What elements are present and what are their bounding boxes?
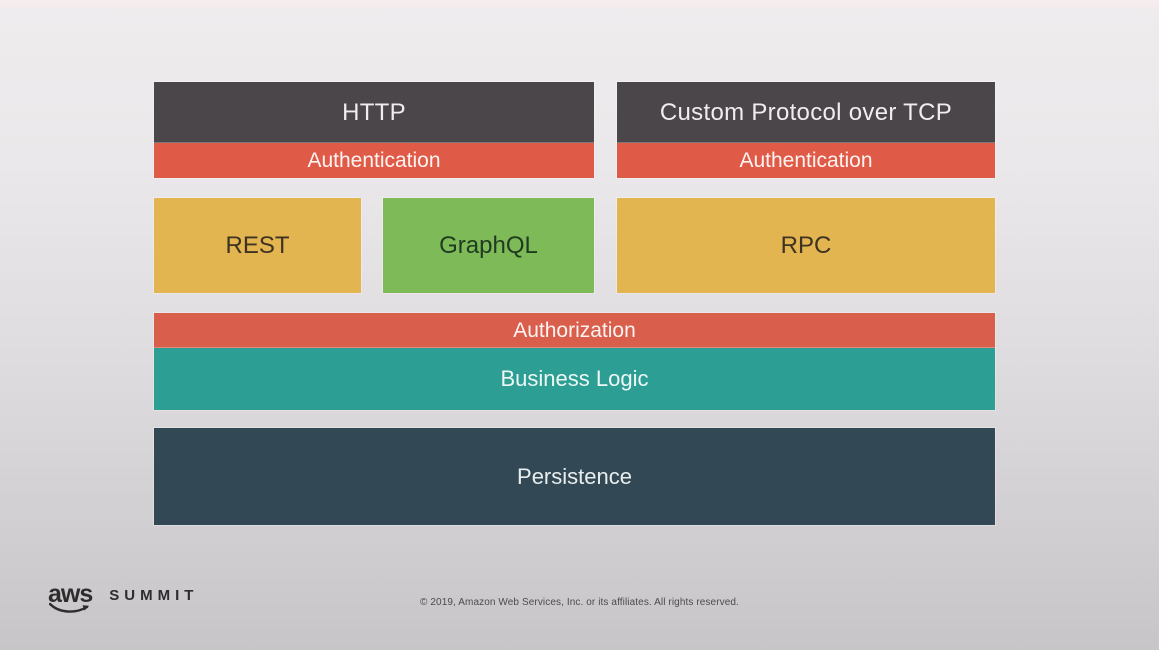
top-edge-tint — [0, 0, 1159, 9]
protocol-column-http: HTTP Authentication — [154, 82, 594, 178]
business-logic-label: Business Logic — [500, 366, 649, 391]
tcp-authentication-label: Authentication — [739, 148, 873, 172]
aws-summit-logo: aws SUMMIT — [48, 580, 199, 613]
http-authentication-strip: Authentication — [154, 143, 594, 178]
http-authentication-label: Authentication — [307, 148, 441, 172]
amazon-smile-arrow-icon — [49, 602, 89, 613]
business-logic-block: Business Logic — [154, 348, 995, 410]
protocol-column-tcp: Custom Protocol over TCP Authentication — [617, 82, 995, 178]
rest-label: REST — [225, 231, 290, 259]
rpc-label: RPC — [780, 231, 832, 259]
graphql-label: GraphQL — [439, 231, 538, 259]
custom-protocol-label: Custom Protocol over TCP — [659, 98, 953, 126]
http-label: HTTP — [342, 98, 406, 126]
aws-text: aws — [48, 580, 93, 608]
graphql-block: GraphQL — [383, 198, 594, 293]
persistence-block: Persistence — [154, 428, 995, 525]
authorization-strip: Authorization — [154, 313, 995, 348]
rpc-block: RPC — [617, 198, 995, 293]
authorization-label: Authorization — [513, 318, 636, 342]
http-block: HTTP — [154, 82, 594, 143]
custom-protocol-block: Custom Protocol over TCP — [617, 82, 995, 143]
summit-wordmark: SUMMIT — [109, 587, 199, 604]
copyright-text: © 2019, Amazon Web Services, Inc. or its… — [420, 597, 739, 608]
aws-wordmark: aws — [48, 580, 93, 613]
persistence-label: Persistence — [517, 463, 632, 489]
tcp-authentication-strip: Authentication — [617, 143, 995, 178]
rest-block: REST — [154, 198, 361, 293]
